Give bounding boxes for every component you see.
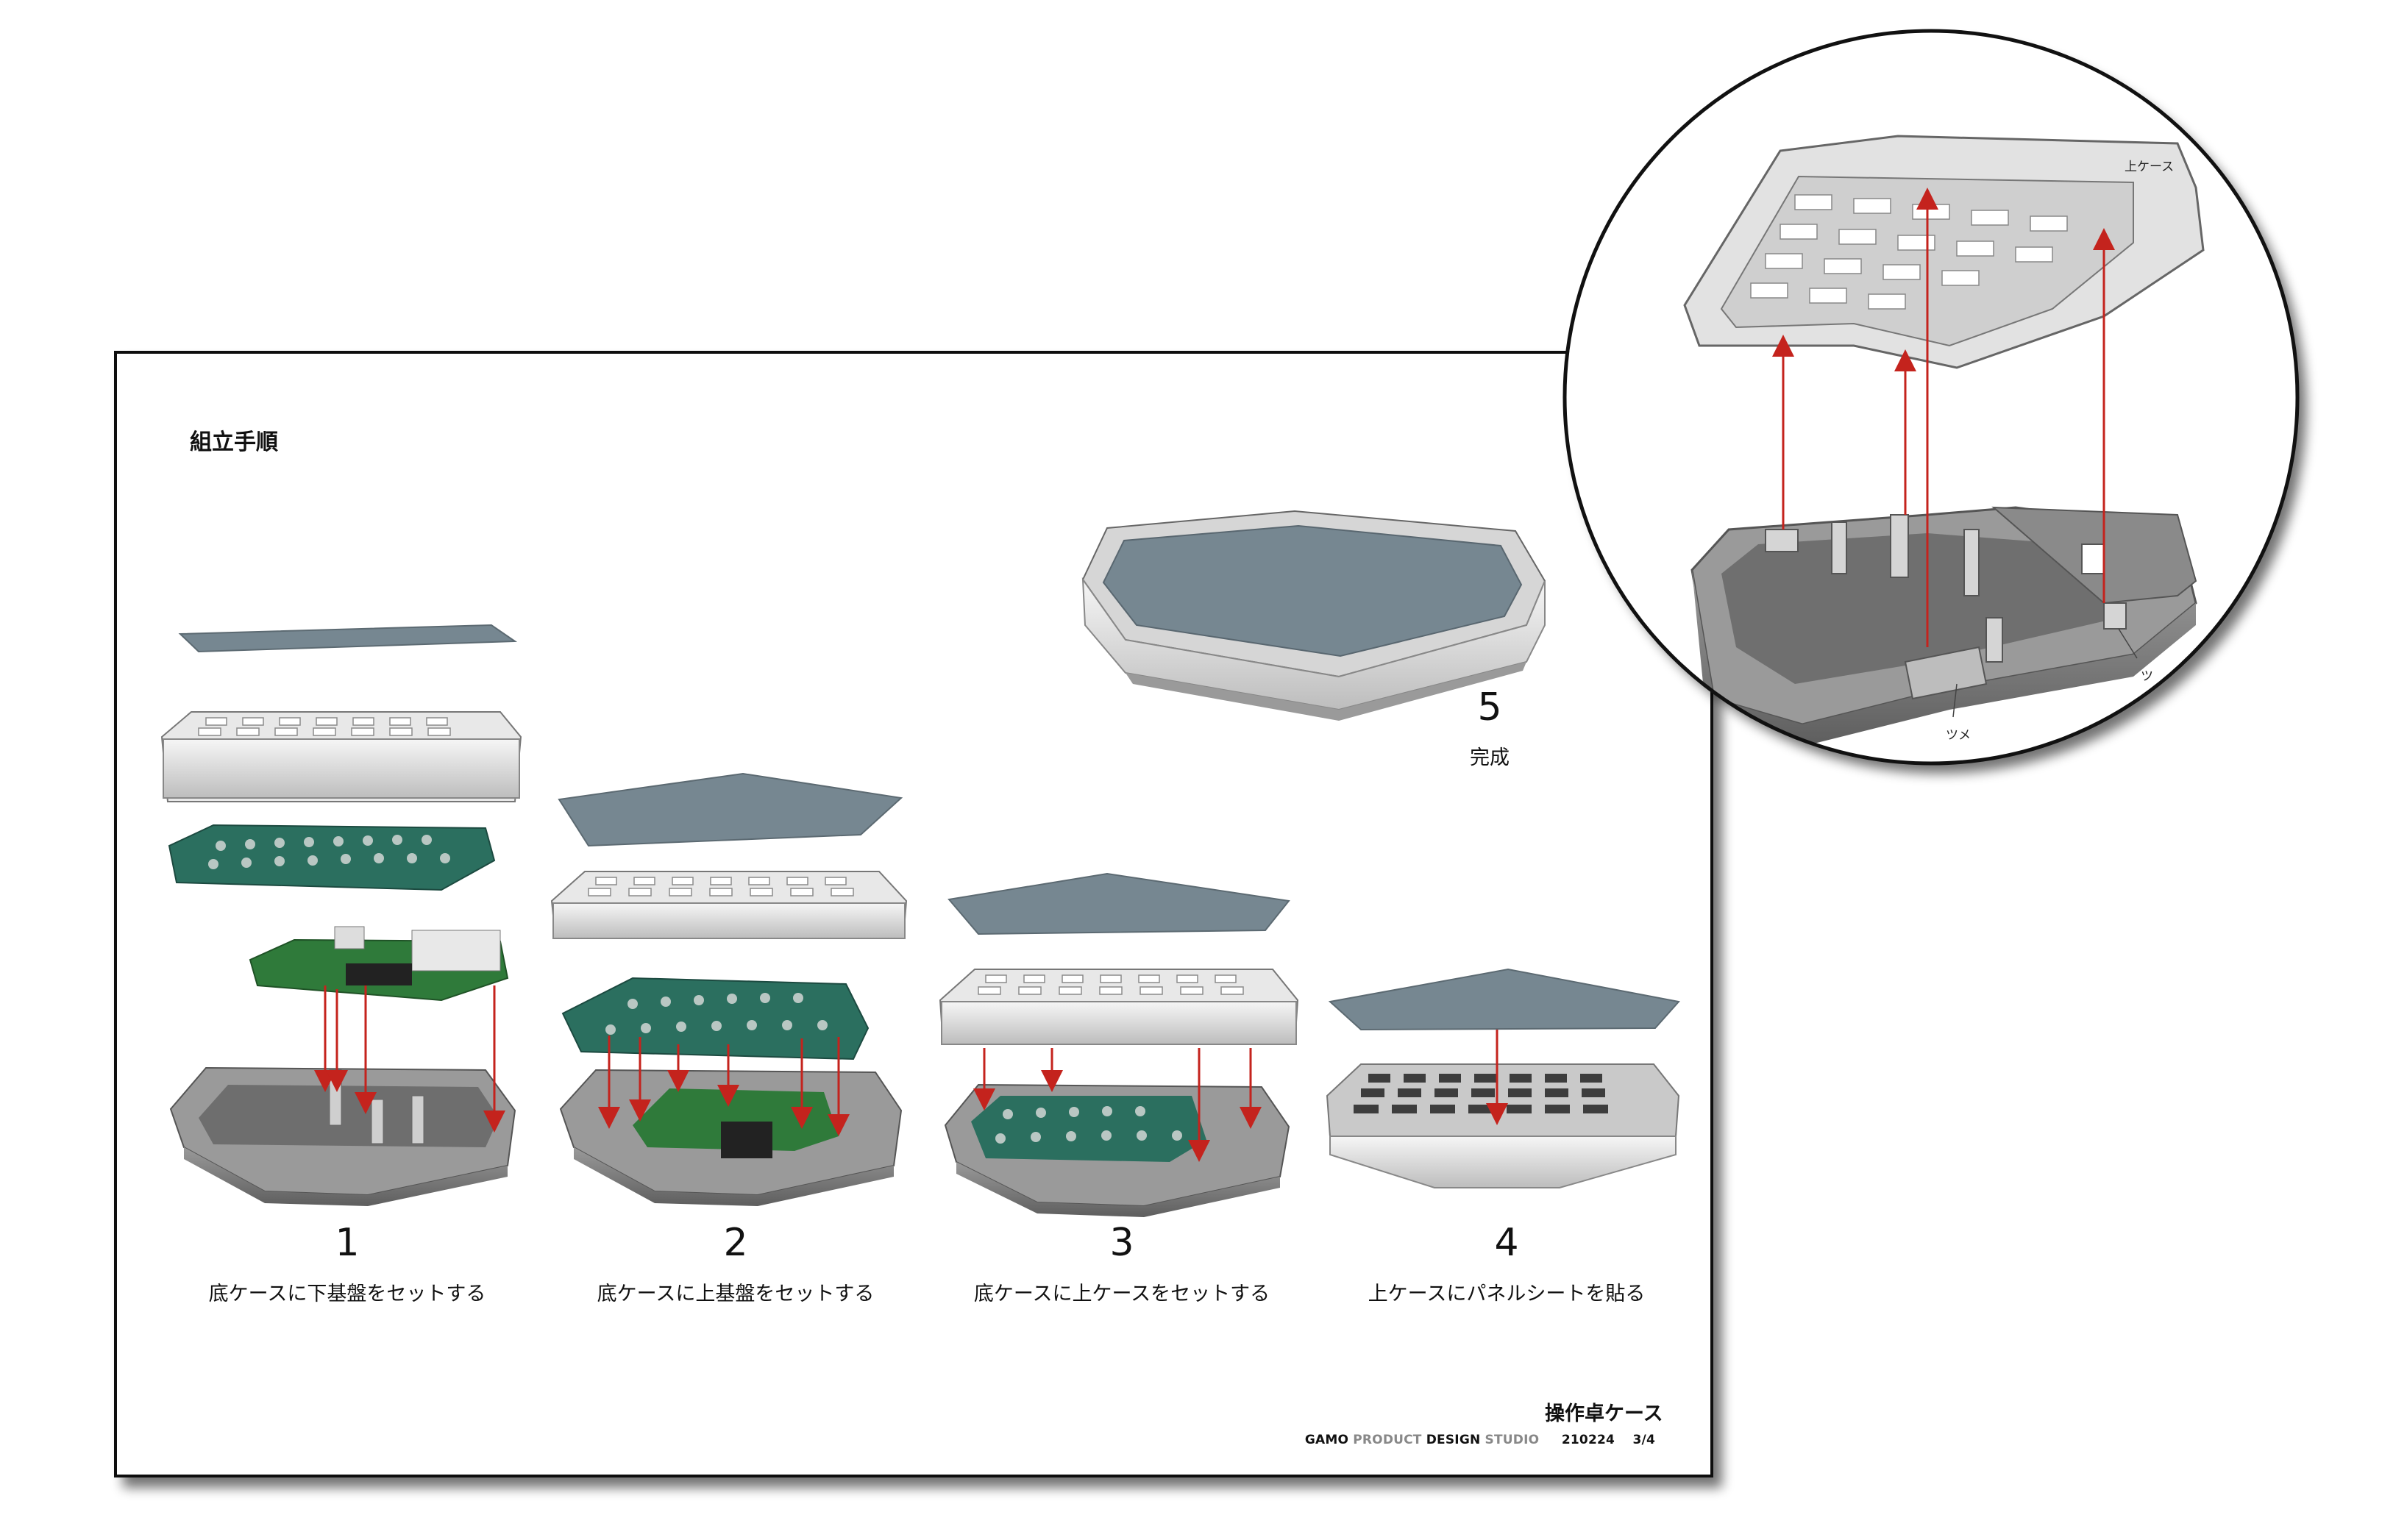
studio-name-a: GAMO <box>1304 1433 1349 1447</box>
page-number: 3/4 <box>1632 1433 1655 1447</box>
step-caption-4: 上ケースにパネルシートを貼る <box>1368 1283 1646 1305</box>
step-number-3: 3 <box>1109 1221 1134 1265</box>
step-caption-5: 完成 <box>1470 746 1510 769</box>
page-title: 組立手順 <box>190 429 278 455</box>
date-code: 210224 <box>1561 1433 1615 1447</box>
zoom-detail-circle <box>1562 29 2300 766</box>
zoom-label-tab-partial: ツ <box>2141 669 2153 684</box>
step-caption-3: 底ケースに上ケースをセットする <box>973 1283 1270 1305</box>
product-name: 操作卓ケース <box>1545 1402 1663 1425</box>
step-caption-2: 底ケースに上基盤をセットする <box>597 1283 875 1305</box>
step-number-1: 1 <box>335 1221 360 1265</box>
studio-footer: GAMO PRODUCT DESIGN STUDIO 210224 3/4 <box>1133 1433 1655 1447</box>
step-number-2: 2 <box>723 1221 748 1265</box>
step-number-4: 4 <box>1494 1221 1519 1265</box>
step-5-illustration <box>1081 510 1546 721</box>
step-2-illustration <box>550 772 908 1206</box>
step-number-5: 5 <box>1477 685 1502 730</box>
studio-name-c: DESIGN <box>1426 1433 1481 1447</box>
zoom-label-upper-case: 上ケース <box>2125 160 2175 174</box>
step-caption-1: 底ケースに下基盤をセットする <box>208 1283 486 1305</box>
studio-name-d: STUDIO <box>1485 1433 1540 1447</box>
zoom-label-tab: ツメ <box>1946 728 1971 743</box>
drawing-sheet <box>114 351 1713 1477</box>
studio-name-b: PRODUCT <box>1353 1433 1422 1447</box>
step-3-illustration <box>939 872 1299 1217</box>
step-4-illustration <box>1326 968 1680 1188</box>
step-1-illustration <box>160 624 522 1206</box>
